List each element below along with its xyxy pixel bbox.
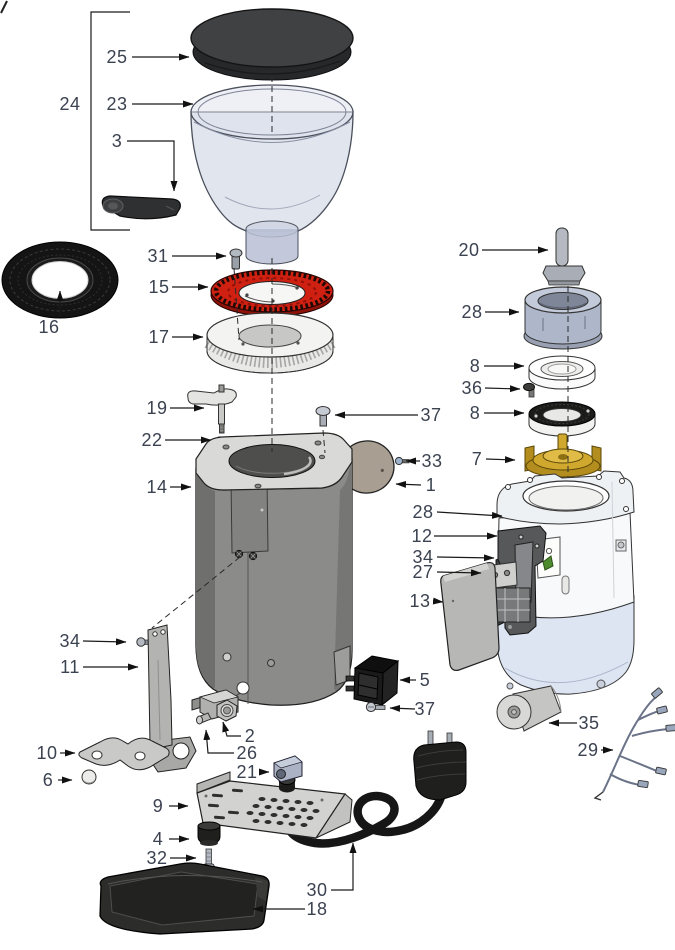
part-fork-bracket [147,624,197,773]
callout-32: 32 [146,848,167,868]
part-adjuster-block [191,689,239,722]
part-screw-switch [365,701,386,713]
callout-20: 20 [458,240,479,260]
callout-35: 35 [578,713,599,733]
part-drip-tray [99,862,270,935]
part-side-cover [440,561,500,672]
part-bean-hopper [190,84,354,265]
callout-bracket-24 [90,11,130,231]
callout-24: 24 [59,94,80,114]
part-adjuster-pin [196,712,212,725]
callout-22: 22 [141,430,162,450]
part-cable-clamp [273,755,303,783]
callout-17: 17 [148,327,169,347]
callout-11: 11 [60,657,80,677]
part-fork [78,737,170,771]
callout-13: 13 [409,591,430,611]
corner-mark [0,0,8,14]
part-grub-screw [523,382,535,398]
callout-28-motor: 28 [412,502,433,522]
part-wiring-harness [593,687,675,801]
centerlines [151,76,569,629]
callout-7: 7 [472,449,483,469]
part-burr-carrier [524,433,602,478]
part-screw-upper [229,248,243,270]
callout-37-bottom: 37 [414,699,435,719]
part-burr-disc [1,241,119,319]
callout-30: 30 [306,880,327,900]
part-hopper-lid [190,8,354,81]
callout-2: 2 [245,726,256,746]
callout-31: 31 [147,246,168,266]
part-ring-lower [528,401,596,437]
part-motor-housing [496,470,635,695]
callout-3: 3 [112,131,123,151]
part-hopper-slide [101,195,181,220]
callout-27: 27 [412,562,433,582]
callout-21: 21 [236,762,257,782]
callout-37-top: 37 [420,405,441,425]
part-base-plate [196,771,353,840]
callout-16: 16 [38,317,59,337]
callout-26: 26 [236,743,257,763]
callout-28-top: 28 [461,302,482,322]
callout-5: 5 [420,670,431,690]
callouts: 25 23 3 24 31 15 16 17 19 22 14 37 33 1 … [36,11,614,919]
part-knob-cap [81,769,97,785]
part-adjustment-key [187,384,237,434]
callout-9: 9 [153,796,164,816]
callout-29: 29 [577,740,598,760]
part-adjustment-ring [204,312,336,374]
callout-34-right: 34 [412,547,433,567]
part-power-switch [345,655,400,707]
callout-6: 6 [43,770,54,790]
callout-33: 33 [421,451,442,471]
part-screw-top [315,406,331,427]
callout-1: 1 [426,475,437,495]
callout-4: 4 [153,829,164,849]
callout-36: 36 [461,378,482,398]
part-power-plug [413,730,467,801]
callout-14: 14 [146,477,167,497]
part-shaft-bolt [542,227,586,286]
callout-8-upper: 8 [470,356,481,376]
callout-23: 23 [106,94,127,114]
callout-34-left: 34 [59,631,80,651]
callout-18: 18 [306,899,327,919]
callout-10: 10 [36,743,57,763]
part-capacitor [496,685,562,732]
callout-25: 25 [106,47,127,67]
callout-8-lower: 8 [470,403,481,423]
callout-19: 19 [146,398,167,418]
part-rubber-foot [197,821,221,846]
part-ring-upper [528,355,596,390]
callout-15: 15 [148,277,169,297]
part-top-collar [523,286,603,350]
callout-12: 12 [411,526,432,546]
part-main-housing [195,432,353,706]
